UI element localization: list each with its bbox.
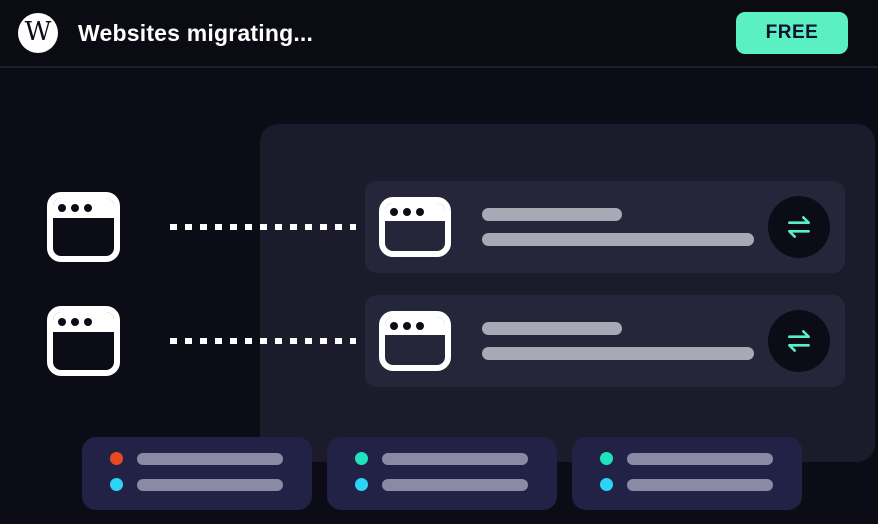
browser-titlebar	[385, 317, 445, 335]
status-dot	[110, 452, 123, 465]
status-dot	[600, 452, 613, 465]
status-row	[355, 478, 557, 491]
migration-card	[365, 181, 845, 273]
skeleton-line	[627, 452, 773, 465]
status-row	[110, 452, 312, 465]
browser-window-icon	[379, 197, 451, 257]
skeleton-line	[482, 347, 754, 360]
status-dot	[355, 478, 368, 491]
status-dot	[110, 478, 123, 491]
migration-row	[0, 295, 878, 387]
dotted-connector	[170, 338, 356, 344]
skeleton-line	[482, 322, 622, 335]
migration-panel	[260, 124, 875, 462]
skeleton-line	[482, 208, 622, 221]
skeleton-text-block	[482, 208, 754, 246]
status-row	[600, 452, 802, 465]
browser-titlebar	[53, 312, 114, 332]
status-card	[327, 437, 557, 510]
browser-window-icon	[47, 192, 120, 262]
browser-titlebar	[385, 203, 445, 221]
skeleton-text-block	[482, 322, 754, 360]
skeleton-line	[137, 478, 283, 491]
skeleton-line	[482, 233, 754, 246]
status-cards-row	[82, 437, 802, 510]
dotted-connector	[170, 224, 356, 230]
browser-titlebar	[53, 198, 114, 218]
migration-card	[365, 295, 845, 387]
transfer-arrows-icon	[788, 330, 810, 352]
transfer-button[interactable]	[768, 196, 830, 258]
skeleton-line	[627, 478, 773, 491]
transfer-arrows-icon	[788, 216, 810, 238]
transfer-button[interactable]	[768, 310, 830, 372]
free-badge[interactable]: FREE	[736, 12, 848, 54]
header: W Websites migrating... FREE	[0, 0, 878, 68]
status-card	[82, 437, 312, 510]
status-dot	[355, 452, 368, 465]
status-dot	[600, 478, 613, 491]
skeleton-line	[137, 452, 283, 465]
skeleton-line	[382, 452, 528, 465]
migration-illustration	[0, 68, 878, 524]
skeleton-line	[382, 478, 528, 491]
page-title: Websites migrating...	[78, 19, 314, 46]
wordpress-logo-letter: W	[24, 17, 52, 47]
browser-window-icon	[47, 306, 120, 376]
status-row	[355, 452, 557, 465]
status-card	[572, 437, 802, 510]
browser-window-icon	[379, 311, 451, 371]
wordpress-logo-icon: W	[18, 13, 58, 53]
status-row	[110, 478, 312, 491]
status-row	[600, 478, 802, 491]
migration-row	[0, 181, 878, 273]
